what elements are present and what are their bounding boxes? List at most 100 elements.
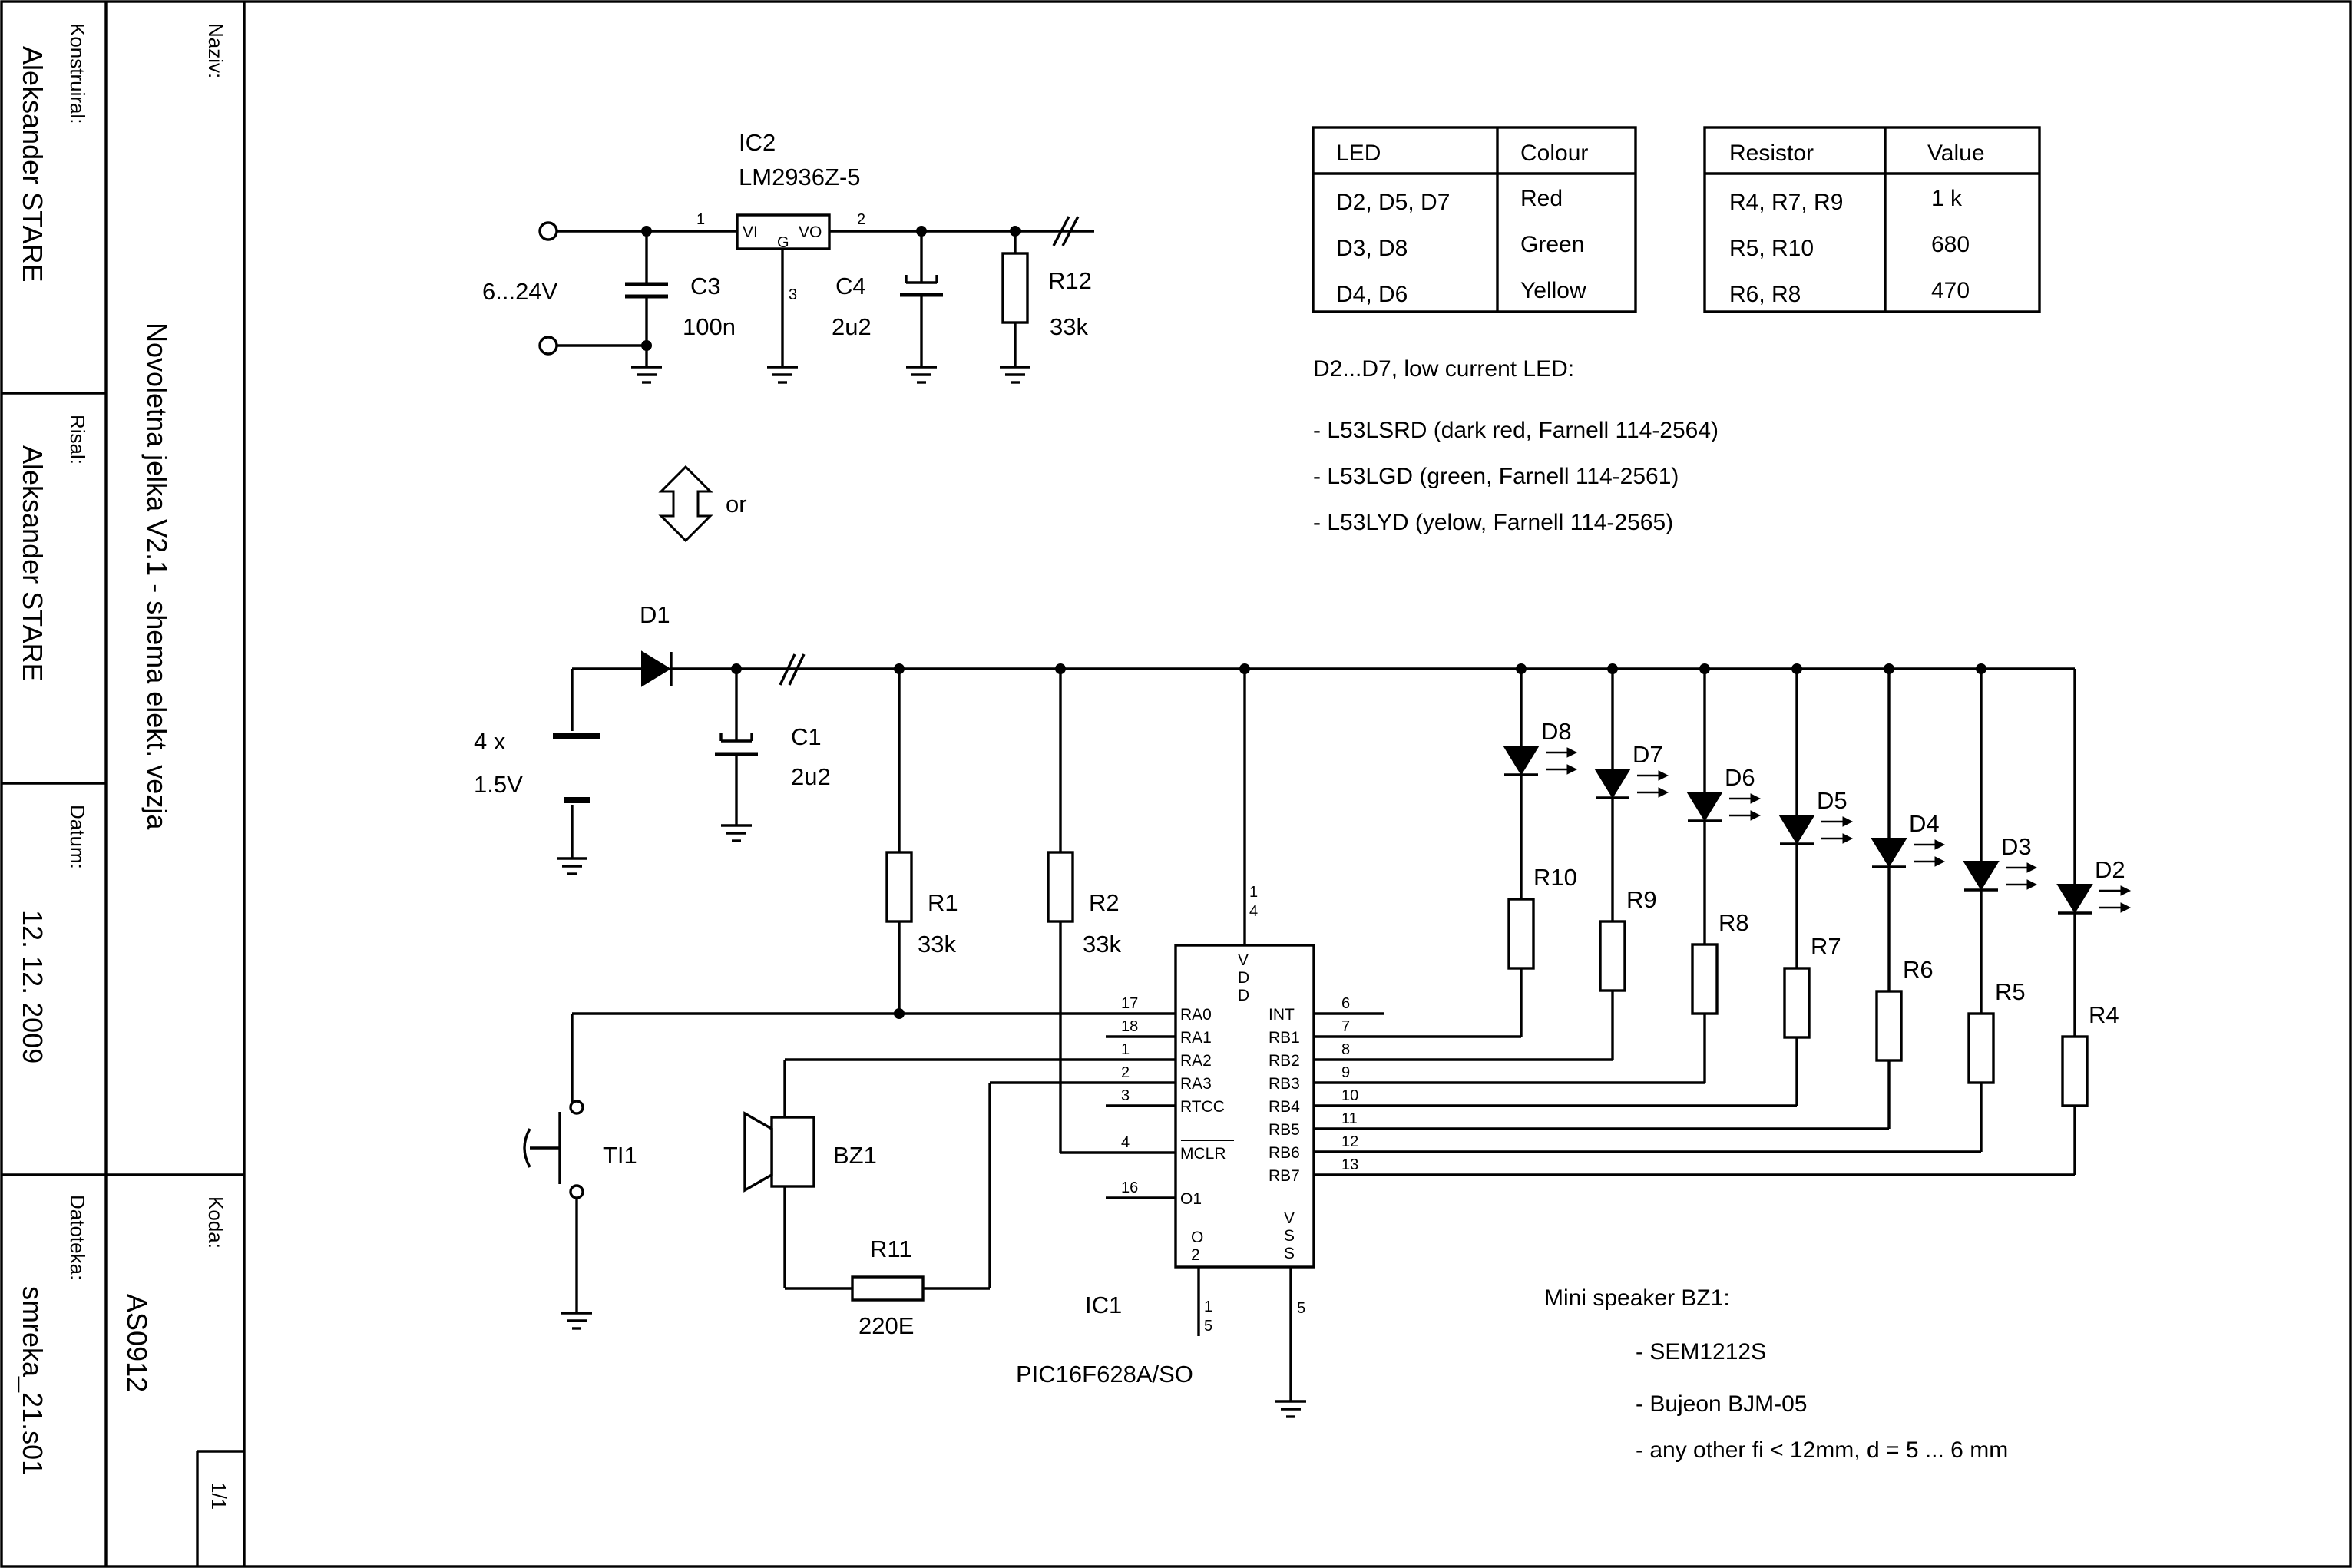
c1-value: 2u2: [791, 763, 831, 790]
res-table-cell: 1 k: [1931, 186, 1963, 211]
led-resistor: [1507, 898, 1535, 970]
ic2-part: LM2936Z-5: [739, 164, 861, 190]
speaker-notes-heading: Mini speaker BZ1:: [1544, 1285, 1730, 1311]
regulator-section: VI VO G 1 2 3: [482, 129, 1094, 384]
ic1-o2-pin-1: 1: [1204, 1298, 1212, 1315]
ic1-pin-number: 1: [1121, 1041, 1130, 1058]
ic1-pin-name: RTCC: [1180, 1098, 1225, 1116]
ic1-pin-number: 12: [1341, 1133, 1358, 1150]
ic1-pin-name: INT: [1269, 1006, 1295, 1024]
led-notes: D2...D7, low current LED: - L53LSRD (dar…: [1313, 356, 1719, 535]
risal-label: Risal:: [66, 415, 89, 465]
ic1-pin-name: RB1: [1269, 1029, 1300, 1047]
ground-symbol: [906, 366, 937, 384]
speaker-notes: Mini speaker BZ1: - SEM1212S - Bujeon BJ…: [1544, 1285, 2008, 1463]
c4-value: 2u2: [832, 313, 872, 340]
ic1-pin-number: 4: [1121, 1134, 1130, 1151]
speaker-notes-item: - Bujeon BJM-05: [1636, 1391, 1807, 1417]
ic1-pin-name: RA1: [1180, 1029, 1212, 1047]
ic1-vdd-pin-2: 4: [1249, 903, 1258, 920]
res-table-cell: 680: [1931, 232, 1970, 257]
led-resistor: [1783, 967, 1811, 1039]
led-diode: [2056, 884, 2093, 914]
ic1-pin-name: RA0: [1180, 1006, 1212, 1024]
datum-label: Datum:: [66, 805, 89, 869]
r11-ref: R11: [870, 1236, 912, 1262]
input-section: R1 33k R2 33k TI1 BZ1: [523, 669, 1176, 1339]
ic1-pin-name: RA3: [1180, 1075, 1212, 1093]
datoteka-label: Datoteka:: [66, 1195, 89, 1280]
or-label: or: [726, 491, 747, 518]
led-diode: [1871, 838, 1907, 868]
ic1-pin-number: 6: [1341, 995, 1350, 1012]
r1-resistor: [885, 851, 913, 923]
led-ref: D3: [2001, 833, 2032, 860]
ground-symbol: [561, 1312, 592, 1330]
konstruiral-value: Aleksander STARE: [17, 46, 48, 282]
ground-symbol: [1000, 366, 1030, 384]
led-table-header-led: LED: [1336, 141, 1381, 166]
led-resistor-ref: R9: [1626, 886, 1657, 913]
r12-resistor: [1001, 252, 1029, 324]
led-ref: D6: [1725, 764, 1755, 791]
ti1-contact-top: [569, 1100, 584, 1115]
r12-ref: R12: [1048, 267, 1092, 294]
ic1-microcontroller: 1 4 V D D V S S 5 O 2 1 5 17RA018RA11RA2…: [1016, 669, 1384, 1418]
ic1-pin-name: RA2: [1180, 1052, 1212, 1070]
led-table-cell: Green: [1520, 232, 1584, 257]
res-table-cell: R4, R7, R9: [1729, 190, 1843, 215]
res-table-cell: R6, R8: [1729, 282, 1801, 307]
c1-ref: C1: [791, 723, 822, 750]
led-table-cell: Red: [1520, 186, 1563, 211]
ic1-vdd-1: V: [1238, 951, 1249, 969]
naziv-label: Naziv:: [204, 23, 227, 78]
resistor-value-table: Resistor Value R4, R7, R9 1 k R5, R10 68…: [1703, 126, 2041, 313]
c3-value: 100n: [683, 313, 736, 340]
ic1-pin-number: 18: [1121, 1018, 1138, 1035]
ic1-pin-number: 2: [1121, 1064, 1130, 1081]
led-diode: [1686, 792, 1723, 822]
led-ref: D2: [2095, 856, 2125, 883]
ic1-pin-name: RB7: [1269, 1167, 1300, 1185]
led-notes-item: - L53LSRD (dark red, Farnell 114-2564): [1313, 418, 1719, 443]
c3-ref: C3: [690, 273, 721, 299]
ground-symbol: [1275, 1400, 1306, 1418]
led-diode: [1594, 769, 1631, 799]
d1-diode: [641, 650, 671, 687]
res-table-header-resistor: Resistor: [1729, 141, 1814, 166]
r2-value: 33k: [1083, 931, 1121, 958]
ti1-ref: TI1: [603, 1142, 637, 1169]
ground-symbol: [767, 366, 798, 384]
ic1-pin-name: RB5: [1269, 1121, 1300, 1139]
ic1-pin-name: MCLR: [1180, 1145, 1226, 1163]
r12-value: 33k: [1050, 313, 1088, 340]
led-resistor: [1691, 943, 1719, 1015]
d1-ref: D1: [640, 601, 670, 628]
ground-symbol: [721, 824, 752, 842]
led-resistor-ref: R5: [1995, 978, 2026, 1005]
ti1-contact-bottom: [569, 1184, 584, 1199]
ic2-g: G: [777, 234, 789, 251]
sheet-number: 1/1: [207, 1482, 230, 1510]
led-notes-item: - L53LGD (green, Farnell 114-2561): [1313, 464, 1679, 489]
datum-value: 12. 12. 2009: [17, 910, 48, 1064]
ic1-o2-1: O: [1191, 1229, 1203, 1246]
ic1-pin-name: O1: [1180, 1190, 1202, 1208]
led-resistor-ref: R10: [1533, 864, 1577, 891]
r11-resistor: [851, 1275, 925, 1302]
led-resistor: [1967, 1012, 1995, 1084]
led-table-header-colour: Colour: [1520, 141, 1588, 166]
ic1-vdd-2: D: [1238, 969, 1249, 987]
koda-value: AS0912: [121, 1294, 153, 1392]
led-resistor-ref: R6: [1903, 956, 1934, 983]
ic1-pin-name: RB3: [1269, 1075, 1300, 1093]
ic1-pin-number: 7: [1341, 1018, 1350, 1035]
koda-label: Koda:: [204, 1196, 227, 1249]
ic1-part: PIC16F628A/SO: [1016, 1361, 1193, 1388]
ic1-pin-name: RB2: [1269, 1052, 1300, 1070]
ic1-pin-number: 10: [1341, 1087, 1358, 1104]
battery-voltage: 1.5V: [474, 771, 523, 798]
